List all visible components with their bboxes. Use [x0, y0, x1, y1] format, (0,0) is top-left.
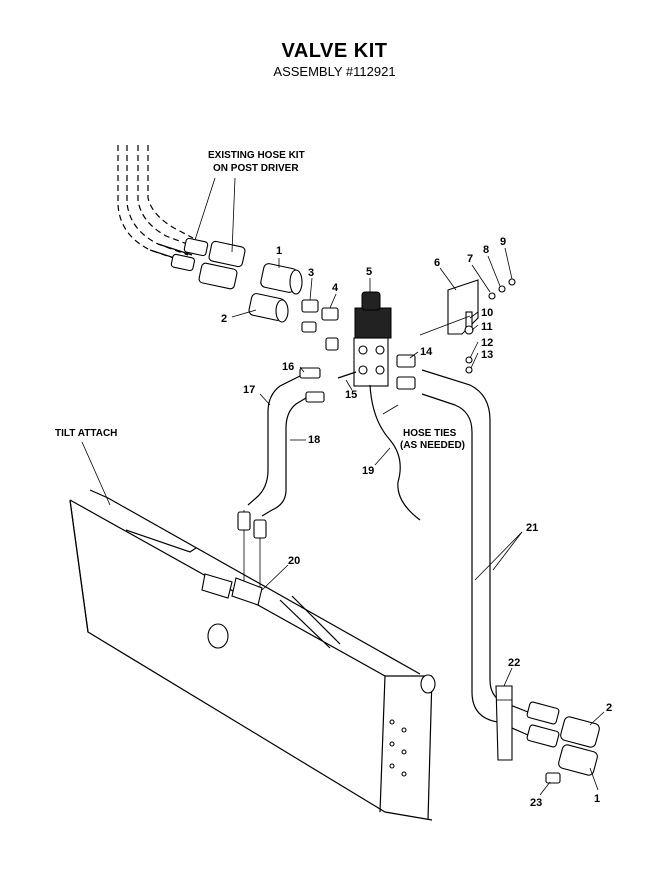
note-existing-hose-kit-line2: ON POST DRIVER — [213, 163, 299, 174]
callout-10: 10 — [481, 307, 493, 319]
callout-17: 17 — [243, 384, 255, 396]
note-hose-ties-line2: (AS NEEDED) — [400, 440, 465, 451]
bracket-hardware — [419, 278, 516, 374]
hoses-17-18 — [237, 367, 357, 592]
diagram-title: VALVE KIT — [281, 40, 388, 62]
callout-2: 2 — [221, 313, 227, 325]
fittings-3-4 — [301, 299, 339, 351]
callout-22: 22 — [508, 657, 520, 669]
callout-20: 20 — [288, 555, 300, 567]
callout-19: 19 — [362, 465, 374, 477]
callout-6: 6 — [434, 257, 440, 269]
callout-15: 15 — [345, 389, 357, 401]
callout-11: 11 — [481, 321, 493, 333]
hose-21-pair — [396, 354, 529, 736]
coupler-parts-1-2 — [248, 263, 303, 323]
note-existing-hose-kit-line1: EXISTING HOSE KIT — [208, 150, 305, 161]
bracket-22 — [495, 685, 513, 761]
callout-3: 3 — [308, 267, 314, 279]
valve-5 — [353, 291, 392, 387]
tilt-attach-frame — [69, 489, 436, 821]
note-hose-ties-line1: HOSE TIES — [403, 428, 457, 439]
callout-2-lower: 2 — [606, 702, 612, 714]
callout-9: 9 — [500, 236, 506, 248]
existing-hose-lines — [117, 145, 194, 264]
callout-23: 23 — [530, 797, 542, 809]
callout-8: 8 — [483, 244, 489, 256]
callout-16: 16 — [282, 361, 294, 373]
callout-14: 14 — [420, 346, 433, 358]
wire-19 — [369, 384, 421, 521]
note-tilt-attach: TILT ATTACH — [55, 428, 117, 439]
callout-1-lower: 1 — [594, 793, 600, 805]
callout-18: 18 — [308, 434, 320, 446]
callout-5: 5 — [366, 266, 372, 278]
callout-21: 21 — [526, 522, 538, 534]
diagram-subtitle: ASSEMBLY #112921 — [273, 64, 396, 79]
existing-couplers — [170, 237, 246, 290]
end-couplers — [526, 701, 600, 784]
callout-7: 7 — [467, 253, 473, 265]
callout-12: 12 — [481, 337, 493, 349]
callout-1: 1 — [276, 245, 282, 257]
leader-lines — [81, 177, 605, 796]
callout-4: 4 — [332, 282, 339, 294]
callout-13: 13 — [481, 349, 493, 361]
